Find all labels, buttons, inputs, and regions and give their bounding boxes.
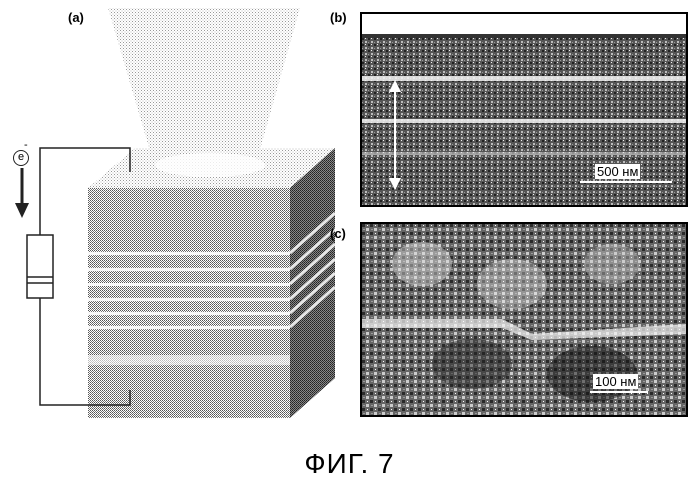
- panel-label-b: (b): [330, 10, 347, 25]
- micrograph-c: 100 нм: [360, 222, 688, 417]
- electron-label: e: [13, 150, 29, 166]
- scalebar-b-label: 500 нм: [595, 164, 640, 179]
- electron-charge: -: [24, 139, 28, 151]
- top-layer: [362, 14, 686, 34]
- scalebar-b-line: [580, 181, 672, 183]
- electron-symbol: e -: [11, 144, 35, 168]
- scalebar-b: 500 нм: [580, 164, 672, 184]
- micrograph-b: 500 нм: [360, 12, 688, 207]
- panel-label-a: (a): [68, 10, 84, 25]
- figure-caption: ФИГ. 7: [0, 448, 699, 480]
- multilayer-device: [88, 148, 335, 418]
- scalebar-c: 100 нм: [590, 374, 648, 394]
- panel-label-c: (c): [330, 226, 346, 241]
- scalebar-c-line: [590, 391, 648, 393]
- scalebar-c-label: 100 нм: [593, 374, 638, 389]
- current-arrow-icon: [15, 168, 29, 218]
- resistor: [27, 235, 53, 298]
